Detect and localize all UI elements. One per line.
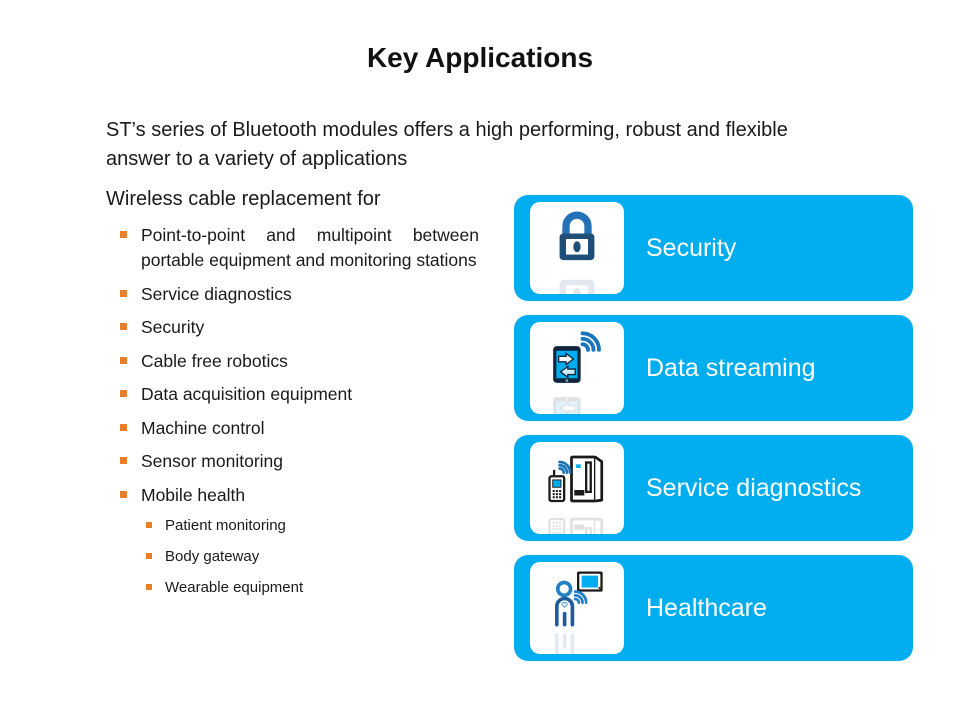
list-item-label: Security [141, 317, 205, 337]
list-item: Data acquisition equipment [120, 382, 520, 407]
page-title: Key Applications [366, 42, 594, 73]
tablet-wireless-icon [551, 331, 601, 385]
card-service-diagnostics: Service diagnostics [514, 435, 913, 541]
patient-wireless-monitor-icon-reflection [554, 633, 605, 654]
list-item-label: Data acquisition equipment [141, 384, 353, 404]
bullet-square-icon [146, 552, 152, 559]
list-item-label: Sensor monitoring [141, 451, 284, 471]
sub-list-item-label: Wearable equipment [165, 578, 304, 596]
list-item-label: Mobile health [141, 484, 246, 505]
sub-list-item-label: Patient monitoring [165, 516, 286, 534]
sub-list-item-label: Body gateway [165, 547, 260, 565]
sub-bullet-list: Patient monitoring Body gateway Wearable… [146, 515, 520, 599]
bullet-square-icon [146, 521, 152, 528]
bullet-square-icon [120, 231, 127, 238]
card-icon-tile [530, 562, 624, 654]
phone-and-machine-icon [548, 455, 604, 503]
card-icon-tile [530, 202, 624, 294]
list-item: Security [120, 315, 520, 340]
list-item: Cable free robotics [120, 349, 520, 374]
list-item-label: Service diagnostics [141, 283, 292, 304]
list-item: Machine control [120, 416, 520, 441]
list-heading: Wireless cable replacement for [106, 188, 381, 210]
card-icon-tile [530, 322, 624, 414]
phone-and-machine-icon-reflection [548, 517, 604, 534]
list-item: Point-to-point and multipoint between po… [120, 223, 520, 273]
bullet-square-icon [120, 457, 127, 464]
tablet-wireless-icon-reflection [551, 395, 601, 414]
application-cards: Security Data streaming Service diagnost… [514, 195, 913, 661]
bullet-square-icon [120, 289, 127, 297]
sub-list-item: Body gateway [146, 546, 520, 568]
padlock-icon [544, 206, 610, 272]
card-healthcare: Healthcare [514, 555, 913, 661]
list-item-label: Cable free robotics [141, 350, 288, 371]
sub-list-item: Wearable equipment [146, 577, 520, 599]
card-label: Healthcare [646, 594, 767, 622]
bullet-square-icon [146, 583, 152, 590]
bullet-square-icon [120, 356, 127, 364]
card-label: Security [646, 234, 737, 262]
card-label: Data streaming [646, 354, 816, 382]
card-icon-tile [530, 442, 624, 534]
bullet-square-icon [120, 490, 127, 498]
list-item: Service diagnostics [120, 282, 520, 307]
list-item: Sensor monitoring [120, 449, 520, 474]
sub-list-item: Patient monitoring [146, 515, 520, 537]
card-label: Service diagnostics [646, 474, 862, 502]
list-item-label: Point-to-point and multipoint between po… [141, 225, 479, 270]
bullet-square-icon [120, 323, 127, 330]
bullet-square-icon [120, 390, 127, 397]
card-security: Security [514, 195, 913, 301]
bullet-square-icon [120, 423, 127, 431]
list-item-label: Machine control [141, 417, 265, 438]
patient-wireless-monitor-icon [554, 569, 605, 627]
padlock-icon-reflection [544, 268, 610, 294]
list-item: Mobile health [120, 483, 520, 508]
bullet-list: Point-to-point and multipoint between po… [120, 223, 520, 608]
card-data-streaming: Data streaming [514, 315, 913, 421]
intro-paragraph: ST’s series of Bluetooth modules offers … [106, 119, 788, 170]
